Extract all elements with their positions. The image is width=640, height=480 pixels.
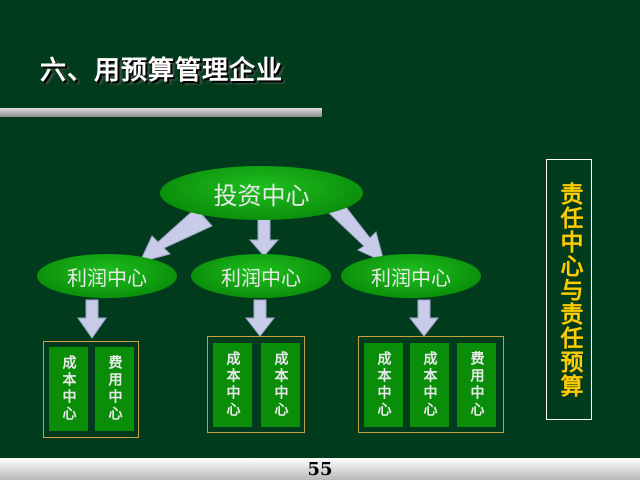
profit-center-node-3: 利润中心 — [341, 254, 481, 298]
expense-center-card: 费用中心 — [95, 347, 134, 431]
title-underline — [0, 108, 322, 117]
investment-center-node: 投资中心 — [160, 166, 363, 220]
expense-center-card: 费用中心 — [457, 343, 496, 427]
arrow-left-to-group — [77, 299, 107, 339]
side-label: 责任中心与责任预算 — [556, 181, 582, 398]
cost-center-card: 成本中心 — [213, 343, 252, 427]
arrow-root-to-middle — [248, 217, 280, 257]
cost-group-3: 成本中心 成本中心 费用中心 — [358, 336, 504, 433]
cost-center-card: 成本中心 — [49, 347, 88, 431]
arrow-root-to-left — [139, 207, 213, 263]
profit-center-node-2: 利润中心 — [191, 254, 331, 298]
profit-center-node-1: 利润中心 — [37, 254, 177, 298]
cost-center-card: 成本中心 — [261, 343, 300, 427]
footer-bar — [0, 458, 640, 480]
arrow-middle-to-group — [244, 299, 276, 337]
cost-center-card: 成本中心 — [410, 343, 449, 427]
cost-group-2: 成本中心 成本中心 — [207, 336, 305, 433]
side-label-box: 责任中心与责任预算 — [546, 159, 592, 420]
arrow-right-to-group — [408, 299, 440, 337]
page-title: 六、用预算管理企业 — [40, 56, 284, 86]
cost-center-card: 成本中心 — [364, 343, 403, 427]
page-number: 55 — [307, 459, 333, 480]
arrow-root-to-right — [327, 201, 385, 263]
cost-group-1: 成本中心 费用中心 — [43, 341, 139, 438]
